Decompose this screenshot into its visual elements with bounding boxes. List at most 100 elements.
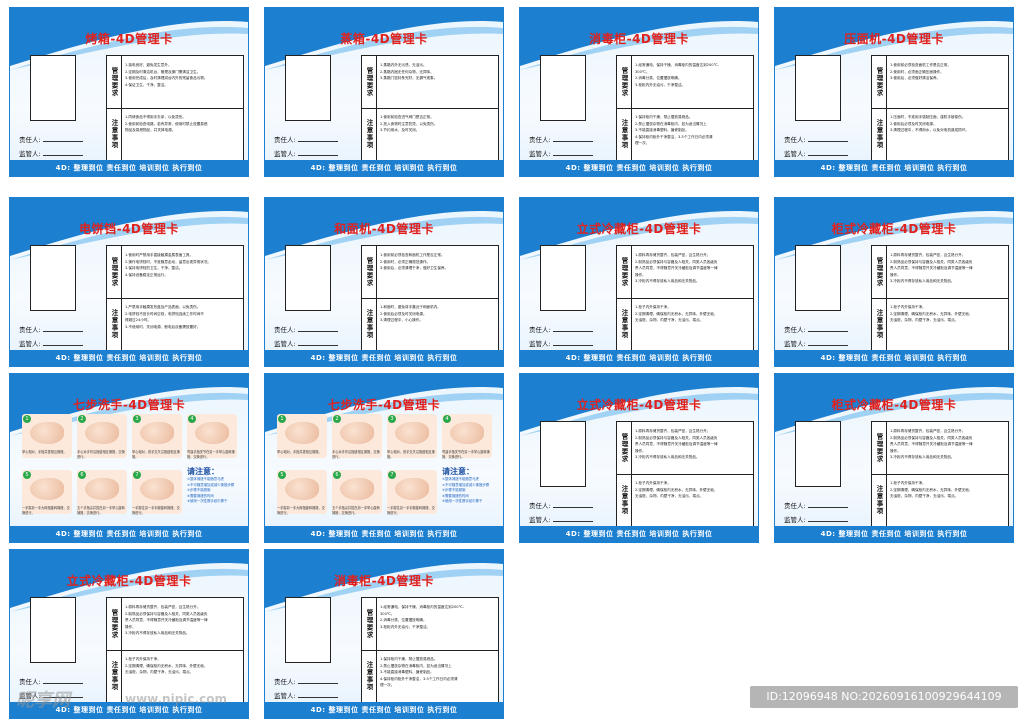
notes-heading: 注意事项 — [365, 661, 373, 691]
card-footer: 4D: 整理到位 责任到位 培训到位 执行到位 — [520, 160, 758, 176]
supervisor-label: 监管人: — [19, 692, 41, 700]
mgmt-line: 操作。 — [890, 448, 901, 453]
person-in-charge-label: 责任人: — [529, 136, 551, 144]
person-in-charge-label: 责任人: — [274, 326, 296, 334]
step-caption: 手心对手背沿指缝相互揉搓，交换进行。 — [77, 450, 125, 459]
notes-heading: 注意事项 — [620, 485, 628, 515]
hands-icon — [195, 422, 229, 444]
supervisor-field: 监管人: — [19, 338, 83, 348]
supervisor-field: 监管人: — [529, 338, 593, 348]
card-footer: 4D: 整理到位 责任到位 培训到位 执行到位 — [520, 526, 758, 542]
mgmt-line: 操作。 — [635, 272, 646, 277]
header-swoosh — [775, 8, 1013, 70]
notes-line: 2.禁止摆放杂物在消毒柜内，如为适当情况上 — [380, 663, 452, 668]
mgmt-line: 1.原料再存储货整齐，包装严密，且生熟分开。 — [635, 429, 711, 433]
card-footer: 4D: 整理到位 责任到位 培训到位 执行到位 — [265, 702, 503, 718]
watermark-logo: 昵享网 — [16, 690, 70, 711]
person-in-charge-field: 责任人: — [19, 676, 83, 686]
supervisor-field: 监管人: — [784, 148, 848, 158]
card-footer: 4D: 整理到位 责任到位 培训到位 执行到位 — [520, 350, 758, 366]
note-line: ③步骤不能颠倒 — [442, 488, 466, 492]
handwash-step-image: 7 — [132, 470, 182, 514]
supervisor-label: 监管人: — [784, 516, 806, 524]
header-swoosh — [775, 198, 1013, 260]
mgmt-line: 1.经常通电，保持干燥，消毒柜内的温度达到200℃- — [635, 63, 719, 67]
note-line: ②不可随意增加或减少揉搓步骤 — [442, 482, 490, 487]
mgmt-line: 1.蒸箱内外无污渍，无油污。 — [380, 63, 427, 67]
notes-line: 理一次。 — [380, 683, 395, 687]
mgmt-line: 4.保持设备稳定正常运行。 — [125, 272, 168, 277]
person-in-charge-field: 责任人: — [529, 324, 593, 334]
hands-icon — [140, 478, 174, 500]
hands-icon — [340, 478, 374, 500]
supervisor-label: 监管人: — [529, 516, 551, 524]
supervisor-field: 监管人: — [529, 514, 593, 524]
step-caption: 掌心相对，双手交叉沿指缝相互揉搓。 — [387, 450, 435, 459]
handwash-step-image: 4 — [187, 414, 237, 458]
card-title: 立式冷藏柜-4D管理卡 — [576, 398, 702, 412]
hands-icon — [395, 422, 429, 444]
mgmt-line: 2.蒸箱内固无任何杂物，无异味。 — [380, 69, 434, 74]
photo-frame — [795, 55, 841, 121]
notes-line: 3.清理过程中，小心操作。 — [380, 318, 423, 322]
hands-icon — [285, 422, 319, 444]
supervisor-field: 监管人: — [784, 514, 848, 524]
mgmt-line: 1.接电良好，避免发生意外。 — [125, 63, 172, 67]
supervisor-field: 监管人: — [274, 148, 338, 158]
person-in-charge-field: 责任人: — [529, 134, 593, 144]
header-swoosh — [10, 198, 248, 260]
step-caption: 一手握另一手大拇指旋转揉搓，交换进行。 — [22, 506, 70, 515]
notes-line: 1.压面时，不准用手强制压面，谨防手被卷伤。 — [890, 115, 966, 119]
hands-icon — [395, 478, 429, 500]
notes-line: 无油斑，杂物，内壁干净，无油污，霉点。 — [890, 318, 959, 322]
mgmt-line: 责人员同意，不得随意开关冷藏柜及调节温度等一律 — [125, 618, 208, 622]
mgmt-line: 2.定期及时清洁机台，管理及操门需清洁卫生。 — [125, 69, 201, 74]
hands-icon — [85, 478, 119, 500]
notes-heading: 注意事项 — [875, 309, 883, 339]
step-caption: 掌心相对，双手交叉沿指缝相互揉搓。 — [132, 450, 180, 459]
card-footer: 4D: 整理到位 责任到位 培训到位 执行到位 — [10, 160, 248, 176]
notes-line: 无油斑，杂物，内壁干净，无油污，霉点。 — [125, 670, 194, 674]
supervisor-label: 监管人: — [784, 340, 806, 348]
photo-frame — [795, 245, 841, 311]
person-in-charge-label: 责任人: — [19, 136, 41, 144]
supervisor-label: 监管人: — [274, 150, 296, 158]
hands-icon — [285, 478, 319, 500]
header-swoosh — [265, 8, 503, 70]
hands-icon — [450, 422, 484, 444]
notes-line: 1.柜子内外保持干净。 — [890, 481, 926, 485]
card-footer: 4D: 整理到位 责任到位 培训到位 执行到位 — [775, 350, 1013, 366]
notes-line: 1.严禁用手触摸发热盘及产品表面，以免烫伤。 — [125, 305, 201, 309]
card-title: 立式冷藏柜-4D管理卡 — [66, 574, 192, 588]
mgmt-heading: 管理要求 — [365, 257, 373, 287]
person-in-charge-label: 责任人: — [19, 678, 41, 686]
photo-frame — [285, 597, 331, 663]
handwash-step-image: 7 — [387, 470, 437, 514]
photo-frame — [285, 245, 331, 311]
card-footer: 4D: 整理到位 责任到位 培训到位 执行到位 — [10, 702, 248, 718]
supervisor-label: 监管人: — [529, 340, 551, 348]
header-swoosh — [10, 374, 248, 436]
note-line: ⑤使用一次性擦手纸巾擦干 — [187, 499, 228, 503]
card-title: 消毒柜-4D管理卡 — [334, 574, 434, 588]
notes-line: 得超过24小时。 — [125, 318, 152, 322]
notes-line: 理一次。 — [635, 141, 650, 145]
step-caption: 五个手指尖并拢在另一手掌心旋转揉搓，交换进行。 — [77, 506, 125, 515]
step-number: 6 — [333, 471, 341, 479]
step-number: 2 — [78, 415, 86, 423]
supervisor-label: 监管人: — [19, 150, 41, 158]
notes-line: 2.定期清理，确保柜内无积水，无异味，外壁无垢， — [890, 311, 973, 316]
supervisor-label: 监管人: — [19, 340, 41, 348]
person-in-charge-label: 责任人: — [529, 326, 551, 334]
step-caption: 弯曲手指关节在另一手掌心旋转揉搓，交换进行。 — [187, 450, 235, 459]
